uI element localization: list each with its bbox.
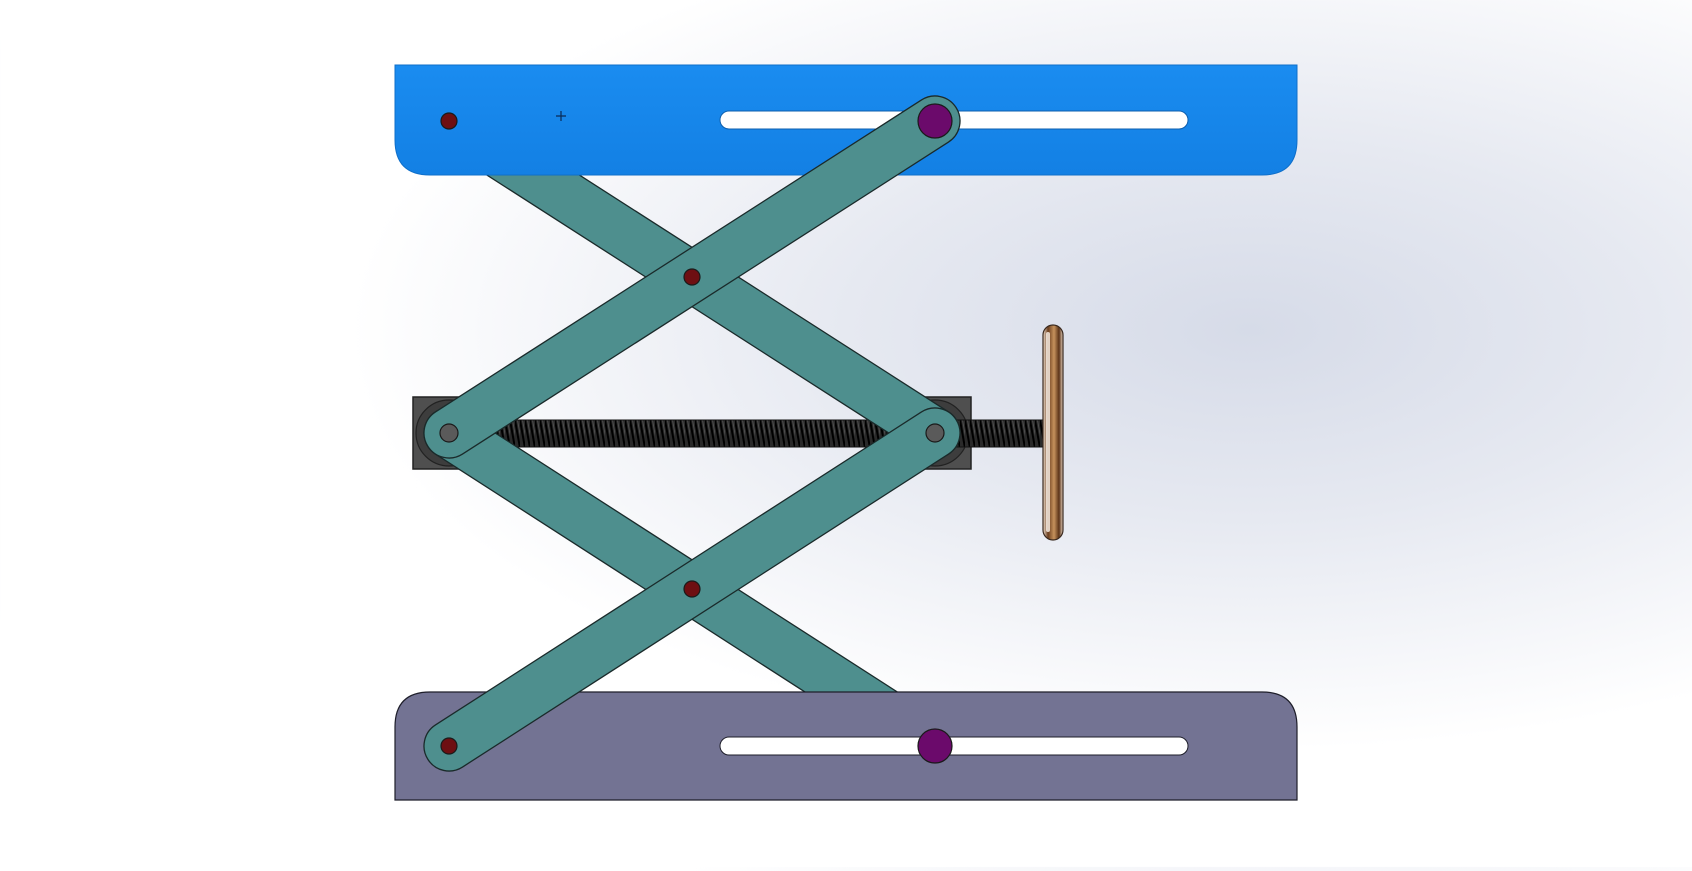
screw-pin-right [925,423,945,443]
hand-wheel-highlight [1046,332,1050,532]
pivot-pin-cross-lower [683,580,701,598]
pivot-pin-top-left [440,112,458,130]
bottom-plate-slot [719,736,1189,756]
pivot-pin-cross-upper [683,268,701,286]
slider-pin-bottom [917,728,953,764]
slider-pin-top [917,103,953,139]
pivot-pin-bottom-left [440,737,458,755]
screw-pin-left [439,423,459,443]
origin-crosshair-icon [556,111,566,121]
lead-screw [479,419,1049,448]
